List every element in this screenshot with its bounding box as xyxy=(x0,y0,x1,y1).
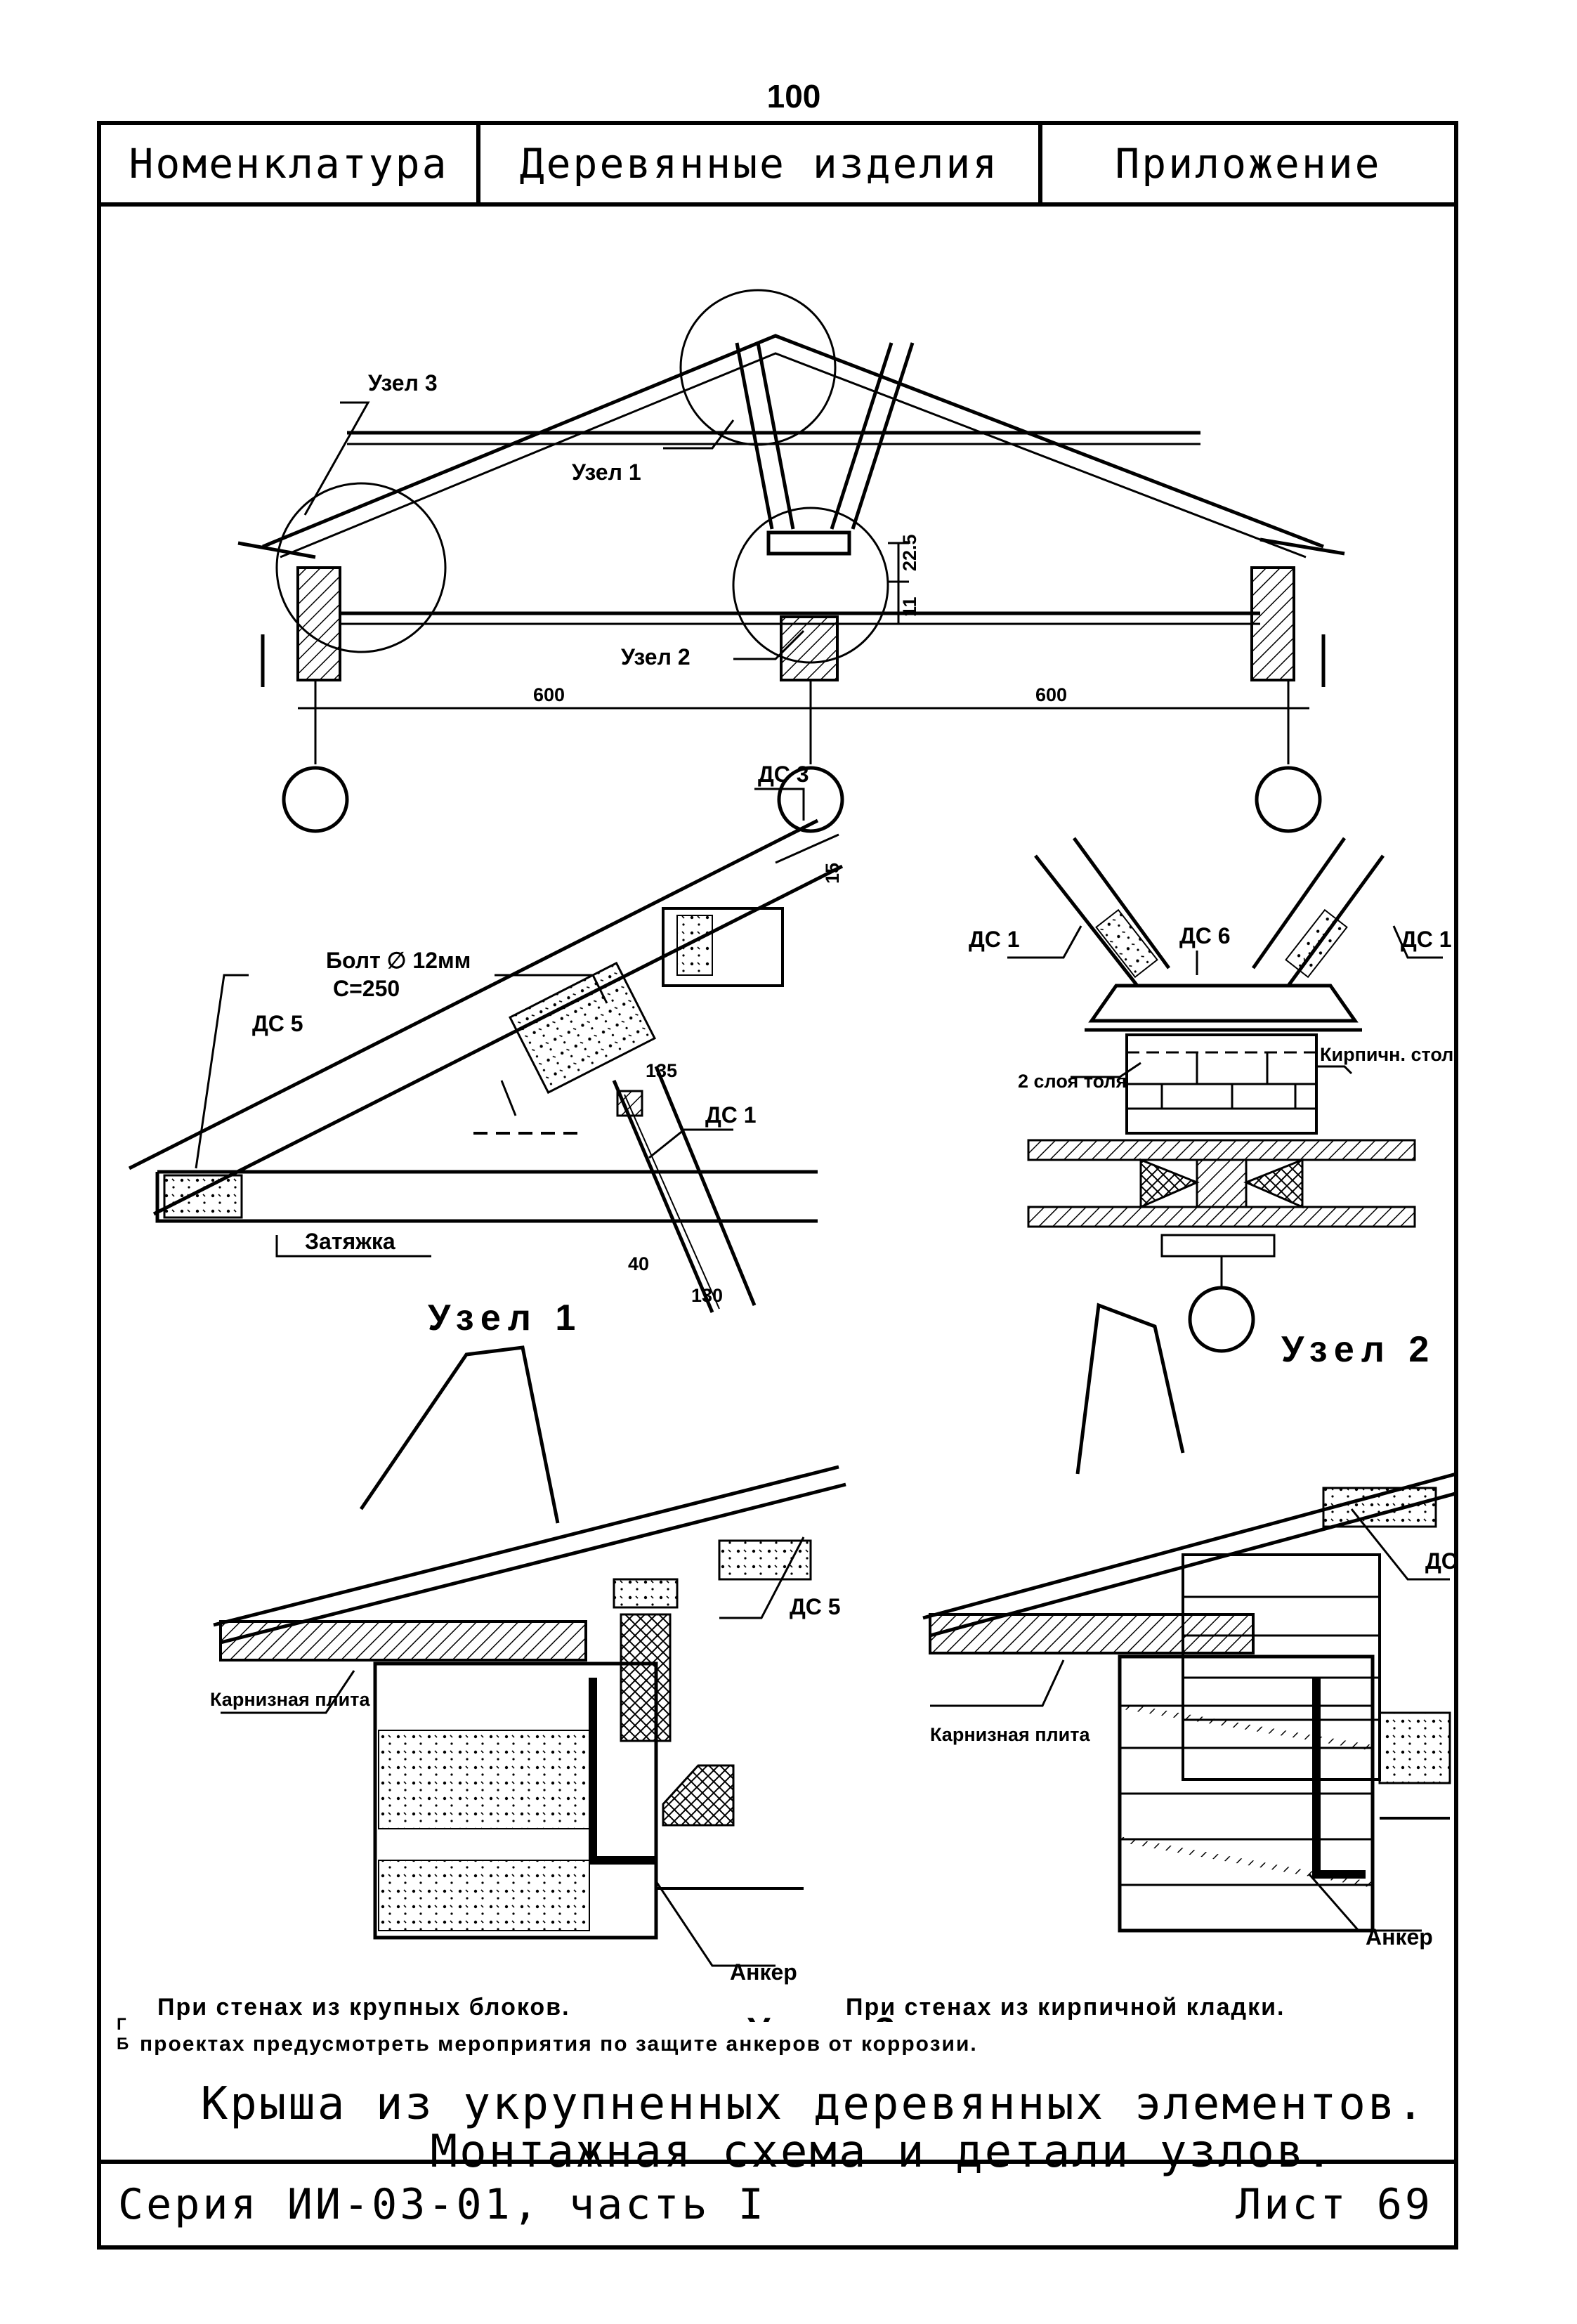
node3-right-detail xyxy=(922,1303,1454,1933)
series-label: Серия ИИ-03-01, часть I xyxy=(118,2180,766,2229)
label-node1-overview: Узел 1 xyxy=(572,459,641,485)
label-node3-overview: Узел 3 xyxy=(368,370,438,396)
notes: При стенах из крупных блоков. При стенах… xyxy=(101,1994,1454,2078)
node1-dim-40: 40 xyxy=(628,1253,649,1274)
node2-caption: Узел 2 xyxy=(1281,1329,1436,1370)
note-marker-bottom: Б xyxy=(117,2035,129,2054)
node1-label-dc1: ДС 1 xyxy=(705,1102,757,1128)
title-block: Крыша из укрупненных деревянных элементо… xyxy=(101,2078,1454,2178)
dim-vertical-a: 22.5 xyxy=(899,534,920,571)
node1-label-tie: Затяжка xyxy=(305,1229,395,1254)
node1-dim-135: 135 xyxy=(646,1060,677,1081)
node1-label-dc5: ДС 5 xyxy=(252,1011,303,1036)
node3-left-label-anchor: Анкер xyxy=(730,1959,797,1985)
dim-vertical-b: 11 xyxy=(899,596,920,617)
node1-label-dc3: ДС 3 xyxy=(758,762,809,787)
truss-overview xyxy=(237,289,1345,833)
note-marker-top: Г xyxy=(117,2015,126,2034)
title-line2: Монтажная схема и детали узлов. xyxy=(430,2126,1335,2178)
label-node2-overview: Узел 2 xyxy=(621,644,691,670)
note-line2: проектах предусмотреть мероприятия по за… xyxy=(140,2032,978,2056)
node3-right-label-anchor: Анкер xyxy=(1366,1924,1433,1950)
node2-label-layers: 2 слоя толя xyxy=(1018,1071,1127,1092)
node3-caption: Узел 3 xyxy=(747,2011,902,2022)
header-cell-wooden-products: Деревянные изделия xyxy=(480,125,1042,202)
title-line1: Крыша из укрупненных деревянных элементо… xyxy=(200,2078,1426,2130)
node1-dim-15: 15 xyxy=(822,863,843,884)
node2-label-dc6: ДС 6 xyxy=(1179,923,1231,948)
drawing-area: Узел 3 Узел 1 Узел 2 600 600 22.5 11 xyxy=(128,289,1454,2022)
node3-right-label-slab: Карнизная плита xyxy=(930,1724,1091,1745)
node1-label-bolt-pitch: С=250 xyxy=(333,976,400,1001)
node3-right-label-dc5: ДС 5 xyxy=(1425,1548,1454,1574)
note-col-b: При стенах из кирпичной кладки. xyxy=(846,1994,1285,2021)
node3-left-label-dc5: ДС 5 xyxy=(790,1594,841,1619)
node2-label-dc1-left: ДС 1 xyxy=(969,927,1020,952)
header-row: Номенклатура Деревянные изделия Приложен… xyxy=(101,125,1454,207)
node1-caption: Узел 1 xyxy=(428,1298,582,1338)
node1-dim-130: 130 xyxy=(691,1285,723,1306)
note-col-a: При стенах из крупных блоков. xyxy=(157,1994,570,2021)
header-cell-nomenclature: Номенклатура xyxy=(101,125,480,202)
footer: Серия ИИ-03-01, часть I Лист 69 xyxy=(101,2160,1454,2245)
node2-label-column: Кирпичн. столбик xyxy=(1320,1044,1454,1065)
node1-detail xyxy=(128,788,844,1313)
drawing-sheet: Номенклатура Деревянные изделия Приложен… xyxy=(97,121,1458,2250)
node2-label-dc1-right: ДС 1 xyxy=(1401,927,1452,952)
dim-left-span: 600 xyxy=(533,684,565,705)
page-number: 100 xyxy=(766,78,821,115)
dim-right-span: 600 xyxy=(1035,684,1067,705)
header-cell-appendix: Приложение xyxy=(1115,140,1382,188)
node3-left-label-slab: Карнизная плита xyxy=(210,1689,371,1710)
node2-detail xyxy=(1007,837,1443,1353)
node1-label-bolt: Болт ∅ 12мм xyxy=(326,948,471,973)
sheet-label: Лист 69 xyxy=(1236,2180,1433,2229)
node3-left-detail xyxy=(213,1345,846,1967)
